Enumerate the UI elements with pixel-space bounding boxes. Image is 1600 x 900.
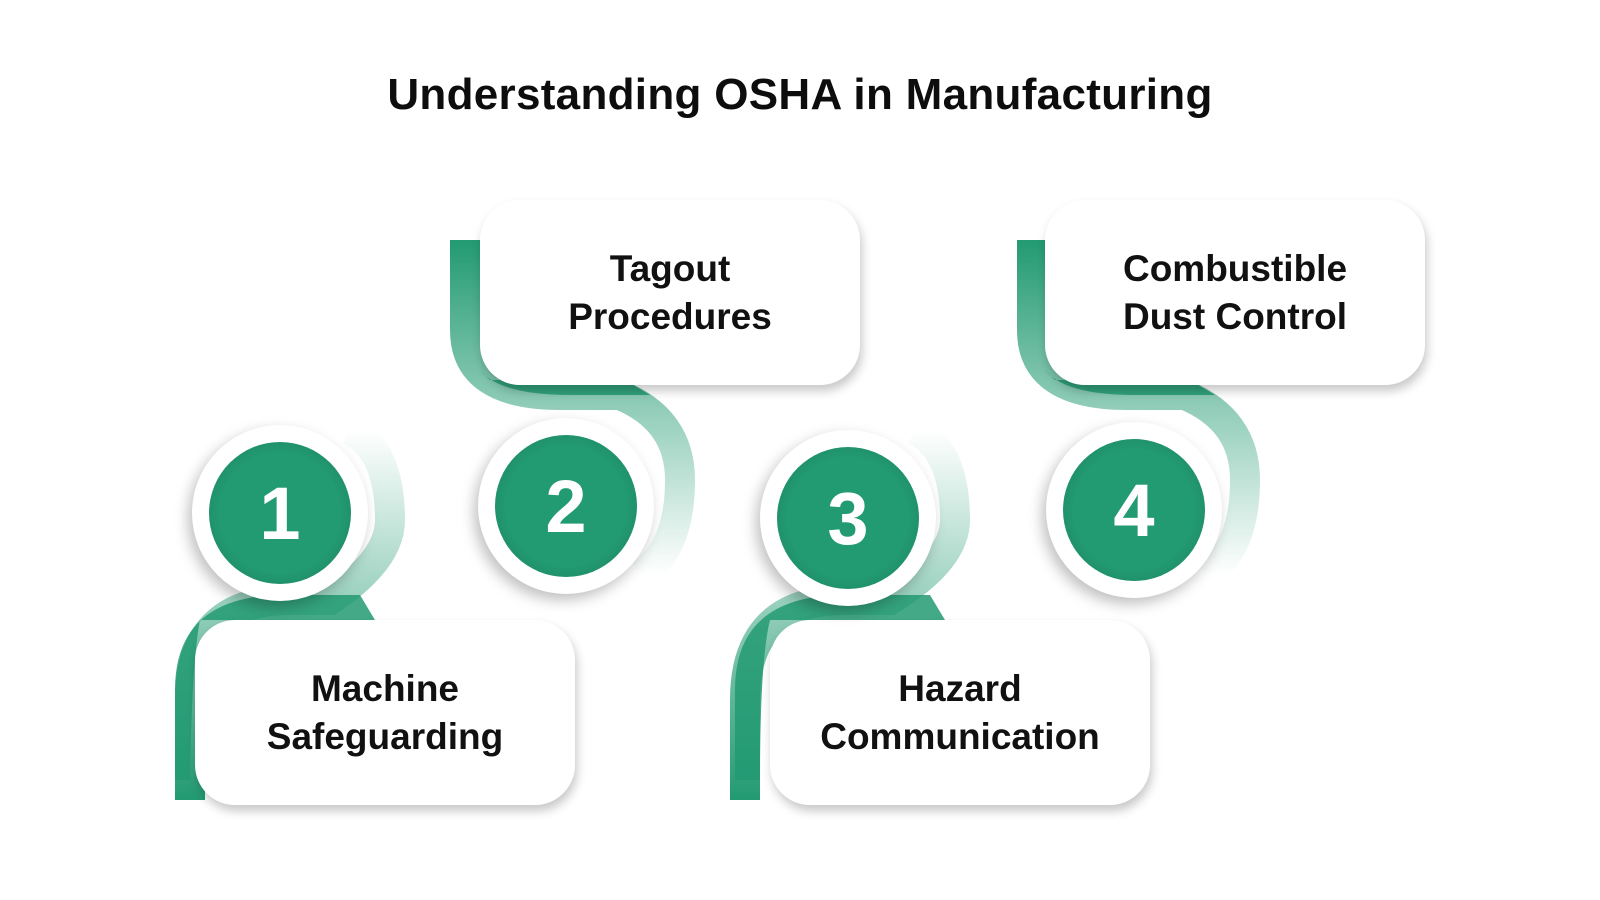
step-card-1: Machine Safeguarding [195, 620, 575, 805]
step-badge-3: 3 [760, 430, 936, 606]
step-number-1: 1 [209, 442, 351, 584]
step-1-line2: Safeguarding [266, 715, 504, 757]
step-number-2: 2 [495, 435, 637, 577]
step-4-line2: Dust Control [1122, 295, 1348, 337]
step-3-line1: Hazard [898, 667, 1022, 709]
step-badge-4: 4 [1046, 422, 1222, 598]
step-number-3: 3 [777, 447, 919, 589]
step-4-line1: Combustible [1122, 247, 1348, 289]
step-card-3: Hazard Communication [770, 620, 1150, 805]
step-card-2: Tagout Procedures [480, 200, 860, 385]
page-title: Understanding OSHA in Manufacturing [387, 70, 1213, 119]
step-2-line2: Procedures [568, 295, 772, 337]
step-badge-1: 1 [192, 425, 368, 601]
step-card-4: Combustible Dust Control [1045, 200, 1425, 385]
step-1-line1: Machine [310, 667, 460, 709]
step-badge-2: 2 [478, 418, 654, 594]
step-number-4: 4 [1063, 439, 1205, 581]
step-3-line2: Communication [820, 715, 1100, 757]
step-2-line1: Tagout [609, 247, 731, 289]
